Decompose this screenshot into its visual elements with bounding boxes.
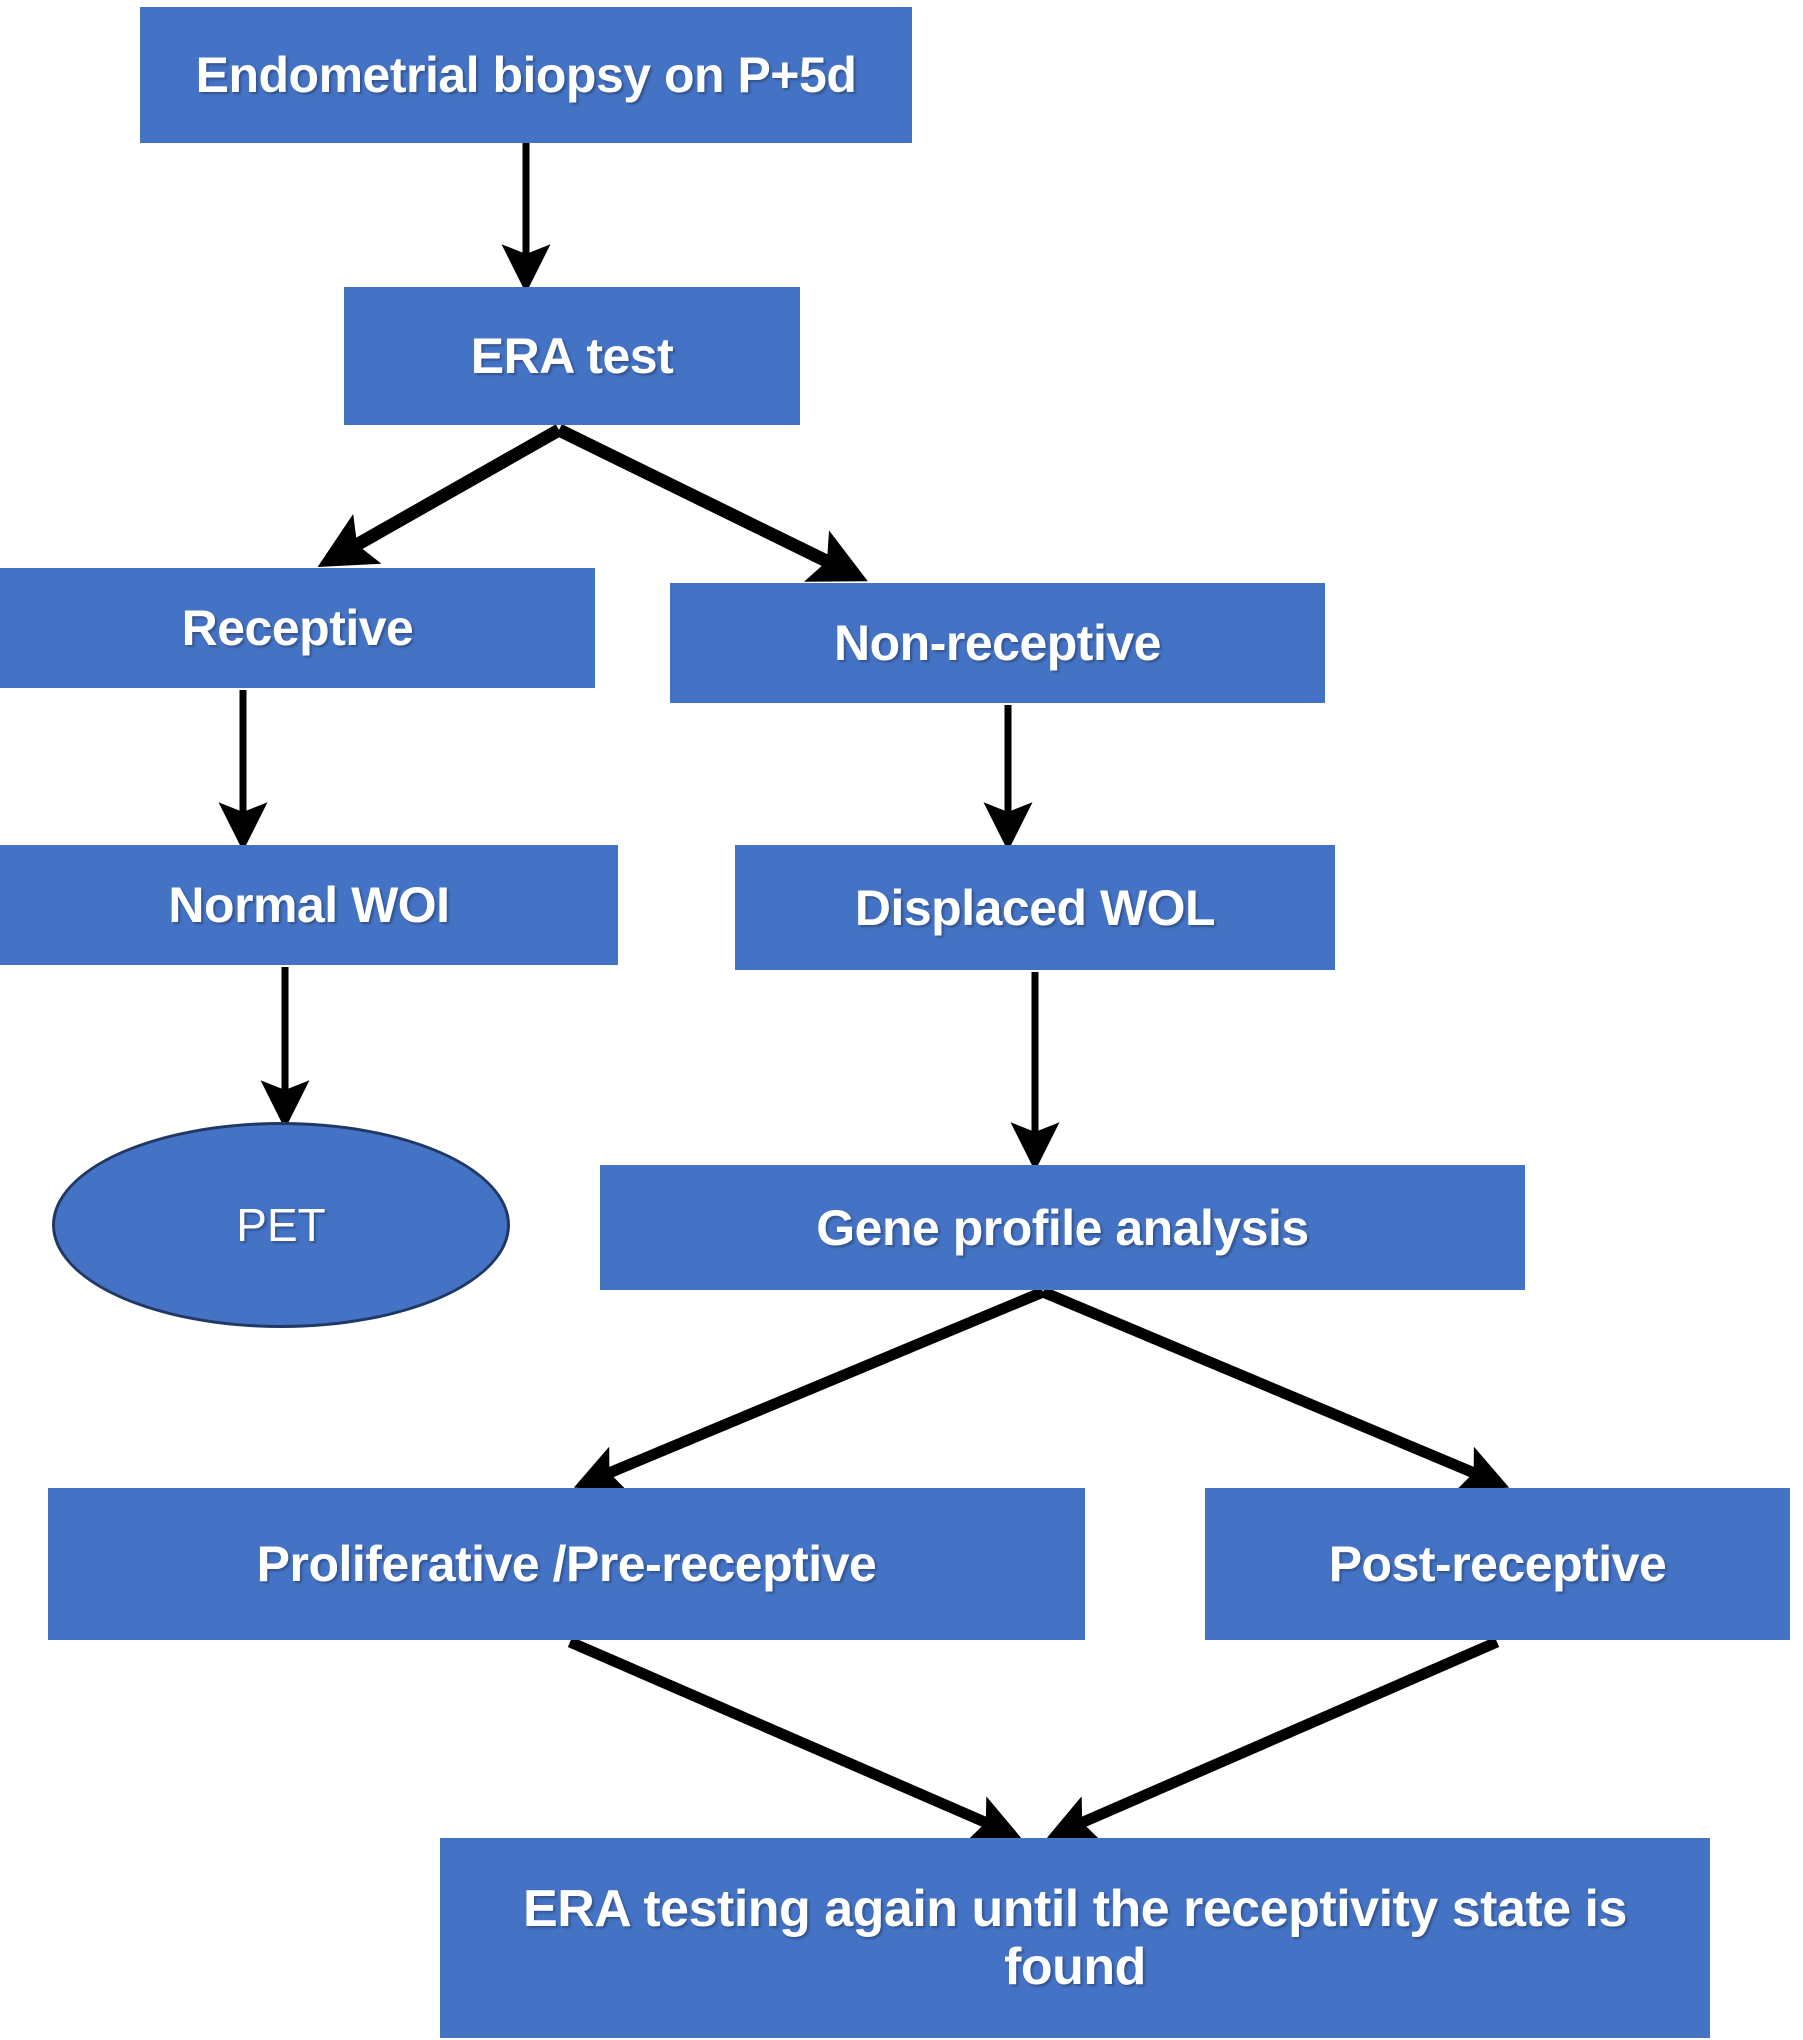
node-normal_woi[interactable]: Normal WOI: [0, 845, 618, 965]
node-era_again[interactable]: ERA testing again until the receptivity …: [440, 1838, 1710, 2038]
node-label-post_receptive: Post-receptive: [1328, 1536, 1667, 1592]
node-label-displaced_wol: Displaced WOL: [854, 879, 1216, 936]
node-label-proliferative: Proliferative /Pre-receptive: [256, 1536, 877, 1592]
node-label-non_receptive: Non-receptive: [834, 615, 1161, 671]
node-label-pet: PET: [236, 1199, 326, 1251]
node-receptive[interactable]: Receptive: [0, 568, 595, 688]
node-label-biopsy: Endometrial biopsy on P+5d: [195, 47, 857, 103]
node-pet[interactable]: PET: [52, 1122, 510, 1328]
node-label-normal_woi: Normal WOI: [168, 877, 450, 933]
edge-era-to-receptive: [317, 424, 563, 568]
node-label-era_test: ERA test: [470, 328, 674, 384]
node-label-era_again: ERA testing again until the receptivity …: [523, 1879, 1627, 1996]
node-era_test[interactable]: ERA test: [344, 287, 800, 425]
node-gene_profile[interactable]: Gene profile analysis: [600, 1165, 1525, 1290]
edge-gene-to-post-receptive: [1040, 1286, 1510, 1492]
node-proliferative[interactable]: Proliferative /Pre-receptive: [48, 1488, 1085, 1640]
node-label-receptive: Receptive: [181, 600, 414, 656]
node-displaced_wol[interactable]: Displaced WOL: [735, 845, 1335, 970]
node-post_receptive[interactable]: Post-receptive: [1205, 1488, 1790, 1640]
edge-proliferative-to-again: [567, 1636, 1022, 1841]
node-label-gene_profile: Gene profile analysis: [816, 1199, 1309, 1256]
edge-era-to-non-receptive: [556, 424, 868, 582]
node-non_receptive[interactable]: Non-receptive: [670, 583, 1325, 703]
node-biopsy[interactable]: Endometrial biopsy on P+5d: [140, 7, 912, 143]
edge-post-receptive-to-again: [1046, 1636, 1500, 1841]
edge-gene-to-proliferative: [573, 1286, 1046, 1492]
